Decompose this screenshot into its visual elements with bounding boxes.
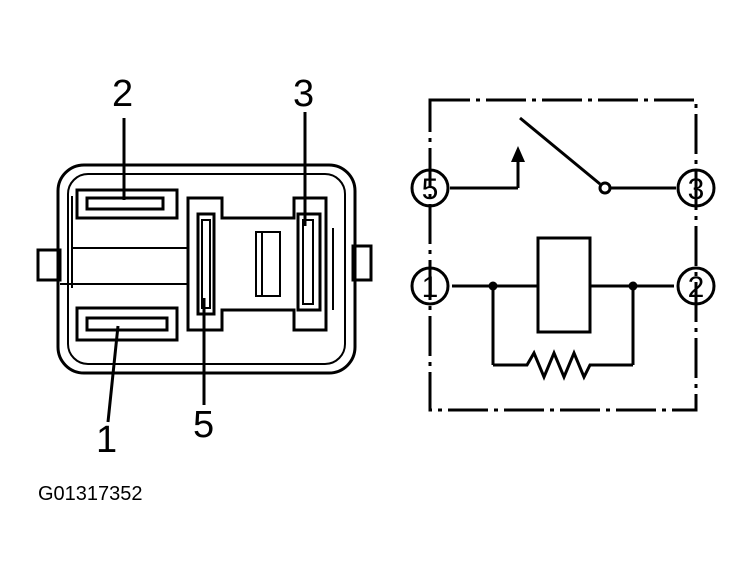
- pin-circle-5: [410, 168, 450, 208]
- pin-circle-3: [676, 168, 716, 208]
- center-terminal-frame: [186, 196, 328, 332]
- terminal-3-blade: [302, 219, 314, 305]
- leader-line-1: [106, 325, 120, 423]
- pin-label-5: 5: [422, 173, 439, 206]
- switch-arm: [519, 116, 601, 186]
- relay-schematic: 5 3 1 2: [410, 98, 716, 412]
- right-locking-tab: [351, 244, 373, 282]
- pin-circle-1: [410, 266, 450, 306]
- terminal-5-blade-inner: [201, 219, 211, 309]
- pin-label-2: 2: [688, 271, 705, 304]
- figure-code: G01317352: [38, 483, 143, 505]
- pin-circle-2: [676, 266, 716, 306]
- left-locking-tab: [36, 248, 62, 282]
- relay-boundary: [428, 98, 698, 412]
- terminal-5-blade: [196, 212, 216, 316]
- pin-label-3: 3: [688, 173, 705, 206]
- relay-coil: [536, 236, 592, 334]
- terminal-label-2: 2: [112, 73, 133, 115]
- terminal-1-blade: [85, 316, 169, 332]
- terminal-1-housing: [75, 306, 179, 342]
- contact-arrow: [511, 146, 525, 162]
- terminal-label-5: 5: [193, 404, 214, 446]
- middle-slot: [255, 231, 281, 297]
- pin-label-1: 1: [422, 271, 439, 304]
- terminal-label-3: 3: [293, 73, 314, 115]
- relay-connector-view: 2 3 1 5: [36, 73, 373, 461]
- suppression-resistor: [493, 349, 633, 381]
- connector-housing-outer: [56, 163, 357, 375]
- terminal-label-1: 1: [96, 419, 117, 461]
- terminal-3-housing: [296, 212, 322, 312]
- connector-housing-inner: [67, 173, 346, 365]
- terminal-2-housing: [75, 188, 179, 220]
- switch-pivot: [598, 181, 612, 195]
